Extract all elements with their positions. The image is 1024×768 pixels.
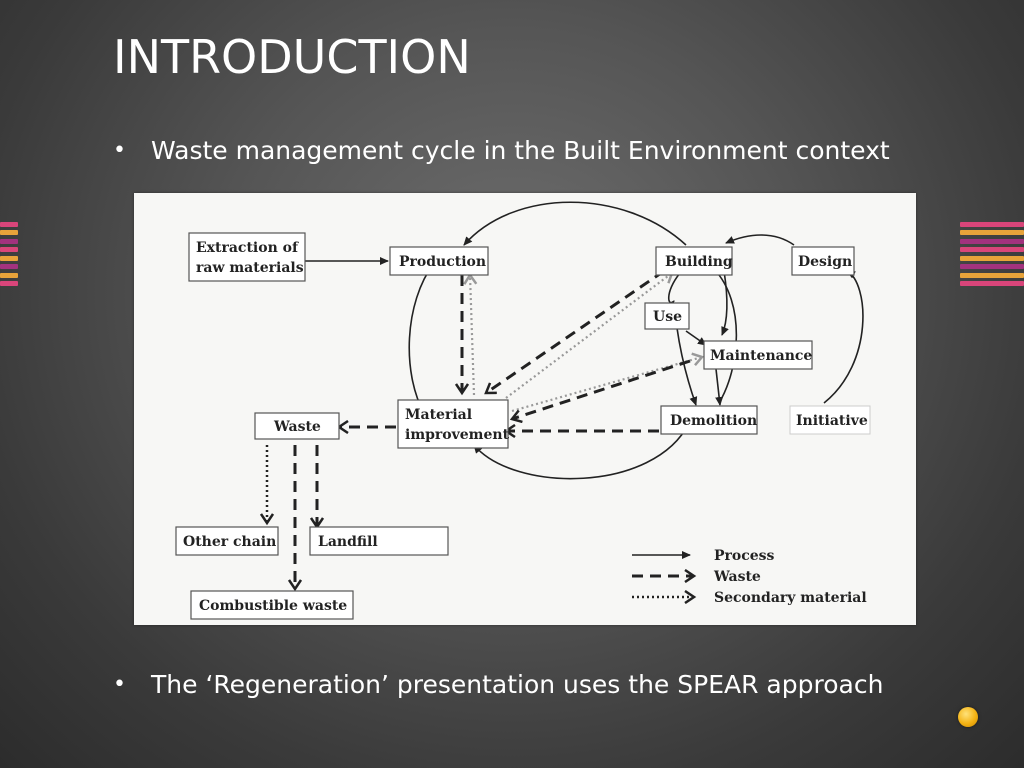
node-other-chain-label: Other chain (183, 534, 276, 550)
node-initiative-label: Initiative (796, 413, 868, 429)
arrow-material-production (470, 275, 474, 396)
node-combustible-waste: Combustible waste (190, 590, 354, 620)
arc-bottom (473, 422, 690, 480)
arrow-use-demolition (676, 327, 698, 406)
bullet-text-2: The ‘Regeneration’ presentation uses the… (151, 670, 884, 699)
arc-production-building (463, 201, 687, 246)
arrow-building-maintenance (721, 270, 729, 336)
node-combustible-label: Combustible waste (199, 598, 347, 614)
arrow-maintenance-material (512, 359, 691, 419)
arc-left-down (408, 262, 435, 414)
bullet-symbol: • (113, 672, 126, 697)
waste-arrows (295, 269, 665, 589)
orb-icon[interactable] (958, 707, 978, 727)
arc-initiative-design (823, 270, 864, 404)
diagram-legend: Process Waste Secondary material (632, 548, 867, 606)
node-demolition-label: Demolition (670, 413, 757, 429)
bullet-item-1: • Waste management cycle in the Built En… (113, 136, 890, 165)
node-maintenance: Maintenance (703, 340, 813, 370)
node-material-line1: Material (405, 407, 472, 423)
decorative-stripes-left (0, 222, 18, 286)
node-production-label: Production (399, 254, 486, 270)
cycle-arcs (408, 201, 864, 480)
legend-waste-label: Waste (713, 569, 761, 585)
legend-process-label: Process (714, 548, 775, 564)
node-design: Design (791, 246, 855, 276)
node-extraction: Extraction of raw materials (188, 232, 306, 282)
node-maintenance-label: Maintenance (710, 348, 812, 364)
node-waste: Waste (254, 412, 340, 440)
arrow-use-maintenance (685, 330, 707, 346)
arrow-building-use (665, 272, 681, 310)
node-production: Production (389, 246, 489, 276)
bullet-symbol: • (113, 138, 126, 163)
arrow-material-maintenance (511, 357, 702, 413)
node-building: Building (655, 246, 733, 276)
node-initiative: Initiative (789, 405, 871, 435)
arrow-maintenance-demolition (715, 368, 724, 406)
decorative-stripes-right (960, 222, 1024, 286)
node-material-line2: improvement (405, 427, 510, 443)
secondary-arrows (470, 273, 702, 413)
node-building-label: Building (665, 254, 733, 270)
diagram-canvas: Extraction of raw materials Production B… (175, 201, 871, 620)
node-waste-label: Waste (273, 419, 321, 435)
legend-secondary-label: Secondary material (714, 590, 867, 606)
node-material-improvement: Material improvement (397, 399, 510, 449)
node-use: Use (644, 302, 690, 330)
node-extraction-line1: Extraction of (196, 240, 299, 256)
waste-cycle-diagram: Extraction of raw materials Production B… (134, 193, 916, 625)
arc-building-demolition (713, 268, 738, 404)
node-demolition: Demolition (660, 405, 758, 435)
bullet-text-1: Waste management cycle in the Built Envi… (151, 136, 890, 165)
arc-design-building (725, 234, 795, 246)
node-other-chain: Other chain (175, 526, 279, 556)
node-design-label: Design (798, 254, 852, 270)
node-use-label: Use (653, 309, 682, 325)
slide-title: INTRODUCTION (113, 30, 471, 84)
node-extraction-line2: raw materials (196, 260, 304, 276)
bullet-item-2: • The ‘Regeneration’ presentation uses t… (113, 670, 883, 699)
arrow-material-building (505, 273, 672, 399)
node-landfill: Landfill (309, 526, 449, 556)
node-landfill-label: Landfill (318, 534, 378, 550)
